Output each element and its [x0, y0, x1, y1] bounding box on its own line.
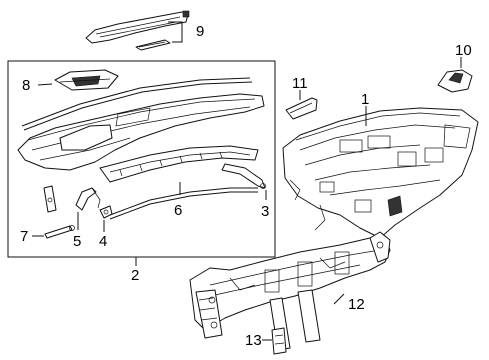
callout-5: 5 [73, 233, 81, 250]
callout-1: 1 [361, 91, 369, 108]
speaker-grille [285, 97, 318, 120]
wire-clip [43, 185, 75, 239]
callout-2: 2 [131, 267, 139, 284]
callout-8: 8 [22, 77, 30, 94]
callout-11: 11 [292, 75, 308, 92]
lower-trim-strip [99, 145, 259, 220]
subassembly-box [7, 60, 276, 258]
retainer-clip [221, 163, 266, 189]
callout-10: 10 [455, 42, 472, 59]
vent-cover [437, 69, 473, 93]
instrument-panel-upper-trim [17, 77, 265, 171]
support-bracket [271, 327, 287, 355]
fastener [75, 187, 101, 211]
callout-9: 9 [196, 23, 204, 40]
leader-12 [333, 293, 345, 305]
leader-9 [168, 21, 183, 43]
instrument-panel-assembly [282, 107, 479, 239]
retainer [99, 205, 113, 219]
callout-3: 3 [261, 203, 269, 220]
defroster-grille [85, 10, 190, 51]
cluster-bezel [54, 69, 119, 91]
callout-4: 4 [99, 233, 107, 250]
callout-13: 13 [245, 332, 262, 349]
callout-7: 7 [20, 228, 28, 245]
cross-car-beam [189, 231, 391, 351]
leader-8 [37, 83, 53, 86]
callout-6: 6 [174, 202, 182, 219]
callout-12: 12 [348, 296, 365, 313]
